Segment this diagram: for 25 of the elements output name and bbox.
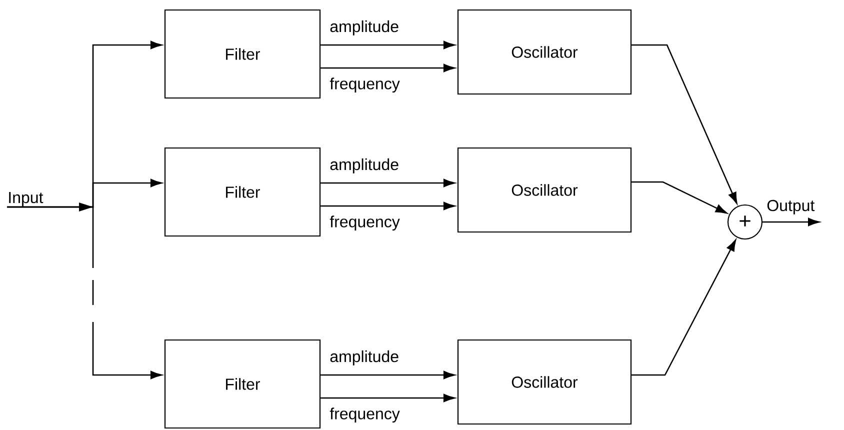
arrow [762, 218, 820, 226]
arrow [320, 40, 455, 50]
edge-label: amplitude [330, 158, 398, 174]
arrow [7, 206, 162, 380]
edge-label: Output [767, 200, 815, 214]
edge-label: amplitude [330, 350, 398, 366]
arrow [632, 240, 736, 376]
arrow [320, 178, 455, 188]
edge-label: frequency [330, 216, 400, 231]
oscillator-box: Oscillator [457, 339, 632, 425]
oscillator-box: Oscillator [457, 147, 632, 233]
filter-box: Filter [164, 339, 321, 429]
arrow [632, 181, 728, 214]
arrow [320, 394, 455, 402]
arrow [320, 64, 455, 72]
arrow [320, 202, 455, 210]
filter-box: Filter [164, 147, 321, 237]
arrow [320, 370, 455, 380]
edge-label: frequency [330, 408, 400, 423]
edge-label: frequency [330, 78, 400, 93]
edge-label: amplitude [330, 20, 398, 36]
filter-box: Filter [164, 9, 321, 99]
input-label: Input [9, 192, 44, 206]
arrow [632, 44, 738, 204]
oscillator-box: Oscillator [457, 9, 632, 95]
